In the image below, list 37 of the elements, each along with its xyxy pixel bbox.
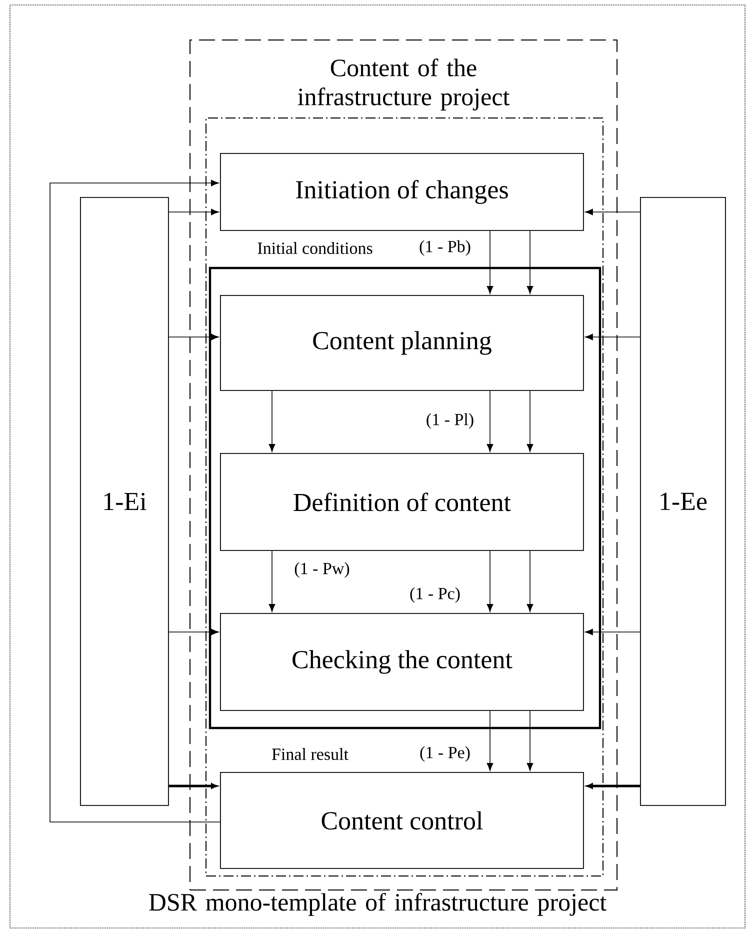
arrow bbox=[168, 208, 219, 216]
heading: DSR mono-template of infrastructure project bbox=[149, 892, 606, 916]
note-label: Initial conditions bbox=[258, 242, 372, 254]
edge-label: (1 - Pl) bbox=[424, 412, 476, 430]
edge-label: (1 - Pc) bbox=[408, 586, 462, 604]
arrow bbox=[168, 783, 218, 789]
process-box: Initiation of changes bbox=[220, 153, 584, 231]
factor-box: 1-Ei bbox=[80, 197, 169, 806]
arrow bbox=[268, 390, 276, 452]
arrow bbox=[168, 628, 219, 636]
arrow bbox=[268, 550, 276, 612]
arrow bbox=[526, 230, 534, 294]
arrow bbox=[585, 628, 640, 636]
arrow bbox=[50, 180, 220, 822]
arrow bbox=[168, 334, 219, 340]
arrow bbox=[526, 390, 534, 452]
edge-label: (1 - Pw) bbox=[293, 561, 351, 579]
process-box: Definition of content bbox=[220, 453, 584, 551]
edge-label: (1 - Pb) bbox=[418, 239, 472, 257]
arrow bbox=[526, 550, 534, 612]
arrow bbox=[486, 710, 494, 771]
heading: Content of the infrastructure project bbox=[298, 58, 510, 110]
note-label: Final result bbox=[272, 748, 348, 760]
arrow bbox=[585, 208, 640, 216]
group-frame bbox=[206, 118, 604, 876]
arrow bbox=[486, 550, 494, 612]
process-box: Content planning bbox=[220, 295, 584, 391]
arrow bbox=[586, 783, 640, 789]
group-frame bbox=[208, 266, 602, 730]
arrow bbox=[585, 334, 640, 340]
arrow bbox=[486, 230, 494, 294]
arrow bbox=[486, 390, 494, 452]
process-box: Checking the content bbox=[220, 613, 584, 711]
process-box: Content control bbox=[220, 772, 584, 869]
arrow bbox=[526, 710, 534, 771]
factor-box: 1-Ee bbox=[640, 197, 726, 806]
edge-label: (1 - Pe) bbox=[418, 745, 472, 763]
